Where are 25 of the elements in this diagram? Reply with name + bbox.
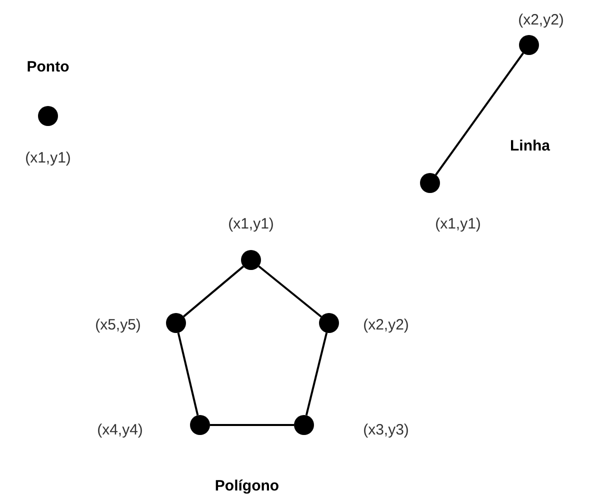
point-dot (294, 415, 314, 435)
point-dot (38, 106, 58, 126)
coordinate-label: (x1,y1) (25, 150, 71, 166)
coordinate-label: (x3,y3) (363, 422, 409, 438)
point-dot (166, 313, 186, 333)
point-dot (241, 250, 261, 270)
coordinate-label: (x5,y5) (95, 316, 141, 334)
point-dot (519, 35, 539, 55)
line-segment (177, 332, 199, 416)
coordinate-label: (x2,y2) (518, 12, 564, 28)
line-segment (183, 266, 244, 318)
point-dot (420, 173, 440, 193)
point-dot (190, 415, 210, 435)
line-segment (210, 424, 294, 426)
coordinate-label: (x4,y4) (97, 422, 143, 438)
point-dot (319, 313, 339, 333)
coordinate-label: (x1,y1) (435, 216, 481, 232)
shape-title: Polígono (214, 478, 280, 494)
coordinate-label: (x1,y1) (228, 216, 274, 232)
line-segment (435, 52, 524, 176)
line-segment (305, 332, 328, 416)
shape-title: Linha (510, 138, 550, 154)
coordinate-label: (x2,y2) (363, 316, 409, 334)
line-segment (258, 266, 322, 318)
shape-title: Ponto (26, 58, 70, 76)
